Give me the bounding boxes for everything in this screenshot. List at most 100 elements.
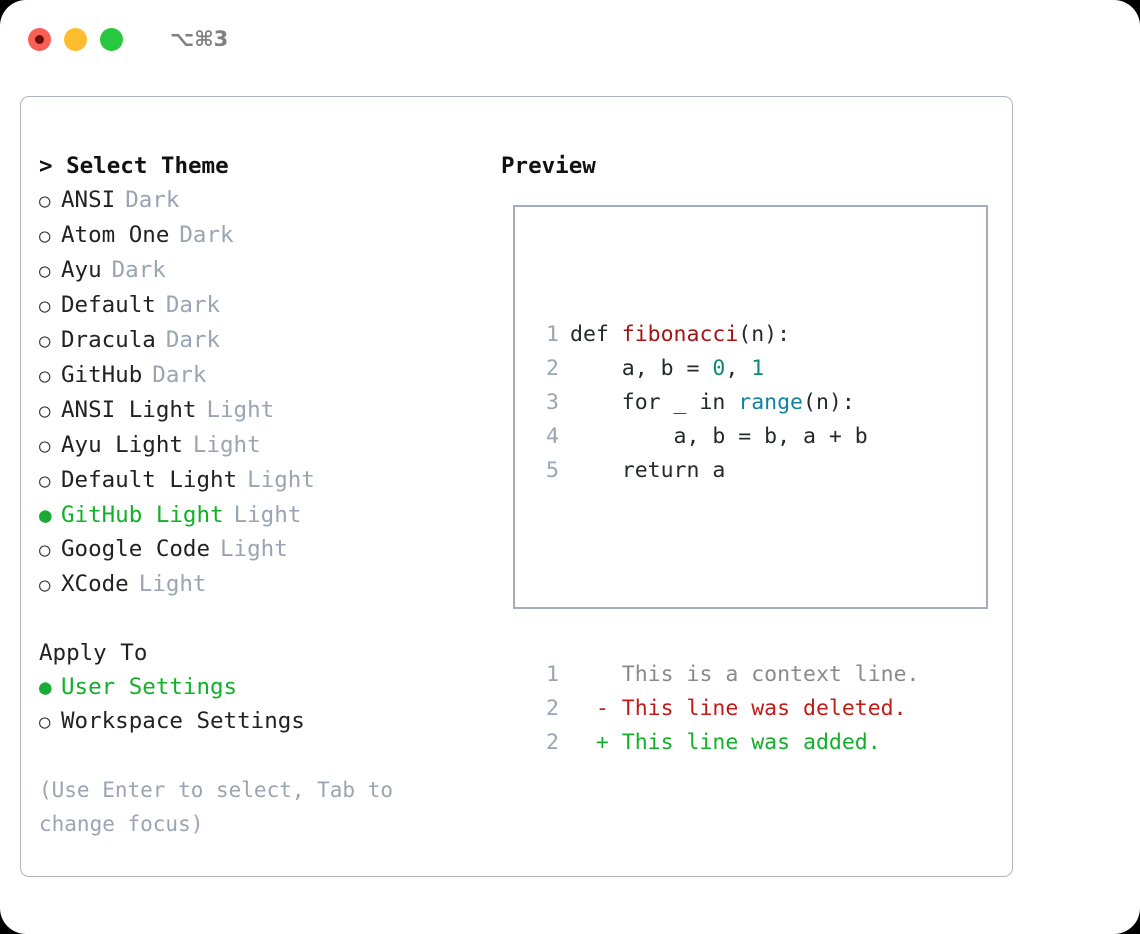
apply-to-option-workspace-settings[interactable]: ○Workspace Settings bbox=[39, 704, 479, 739]
diff-line-text: - This line was deleted. bbox=[570, 696, 907, 721]
theme-option-label: ANSI Light bbox=[61, 397, 197, 423]
radio-unselected-icon: ○ bbox=[39, 711, 51, 733]
theme-option-variant-tag: Dark bbox=[152, 362, 207, 388]
diff-line-number: 1 bbox=[546, 662, 559, 687]
radio-unselected-icon: ○ bbox=[39, 539, 51, 561]
theme-option-variant-tag: Dark bbox=[179, 222, 234, 248]
code-blank-line bbox=[533, 556, 920, 590]
radio-unselected-icon: ○ bbox=[39, 435, 51, 457]
theme-option-label: ANSI bbox=[61, 187, 116, 213]
diff-line-number: 2 bbox=[546, 730, 559, 755]
keyboard-hint-text: (Use Enter to select, Tab to change focu… bbox=[39, 778, 406, 836]
code-line-text: def fibonacci(n): bbox=[570, 318, 790, 352]
code-line-number: 3 bbox=[546, 390, 559, 415]
diff-line-text: This is a context line. bbox=[570, 662, 920, 687]
radio-unselected-icon: ○ bbox=[39, 260, 51, 282]
code-line: 5 return a bbox=[533, 454, 920, 488]
code-token-num: 1 bbox=[751, 356, 765, 381]
theme-option-variant-tag: Dark bbox=[125, 187, 180, 213]
diff-line-add: 2 + This line was added. bbox=[533, 726, 920, 760]
code-line: 3 for _ in range(n): bbox=[533, 386, 920, 420]
code-line-number: 4 bbox=[546, 424, 559, 449]
traffic-lights bbox=[28, 27, 123, 51]
preview-header: Preview bbox=[501, 153, 596, 179]
theme-option-variant-tag: Dark bbox=[165, 292, 221, 318]
code-token-plain: , bbox=[725, 356, 752, 381]
radio-unselected-icon: ○ bbox=[39, 225, 51, 247]
diff-line-text: + This line was added. bbox=[570, 730, 881, 755]
theme-option-ayu[interactable]: ○ Ayu Dark bbox=[39, 253, 479, 288]
code-token-call: range bbox=[738, 390, 804, 415]
code-line-text: return a bbox=[570, 454, 726, 488]
diff-line-ctx: 1 This is a context line. bbox=[533, 658, 920, 692]
radio-unselected-icon: ○ bbox=[39, 470, 51, 492]
theme-option-atom-one[interactable]: ○ Atom One Dark bbox=[39, 218, 479, 253]
diff-block: 1 This is a context line.2 - This line w… bbox=[533, 658, 920, 760]
preview-column: Preview bbox=[501, 149, 1001, 183]
code-line-number: 1 bbox=[546, 322, 559, 347]
radio-unselected-icon: ○ bbox=[39, 574, 51, 596]
theme-option-label: GitHub Light bbox=[61, 502, 224, 528]
code-token-plain: for _ in bbox=[570, 390, 739, 415]
radio-unselected-icon: ○ bbox=[39, 190, 51, 212]
code-token-fn: fibonacci bbox=[621, 322, 739, 347]
theme-option-variant-tag: Light bbox=[220, 536, 288, 562]
code-token-plain: a, b = bbox=[570, 356, 713, 381]
apply-to-option-user-settings[interactable]: ●User Settings bbox=[39, 670, 479, 704]
radio-unselected-icon: ○ bbox=[39, 365, 51, 387]
theme-option-variant-tag: Dark bbox=[165, 327, 221, 353]
theme-option-label: GitHub bbox=[61, 362, 143, 388]
theme-option-label: Default Light bbox=[61, 467, 238, 493]
diff-line-del: 2 - This line was deleted. bbox=[533, 692, 920, 726]
radio-selected-icon: ● bbox=[39, 675, 52, 699]
theme-option-ansi[interactable]: ○ ANSI Dark bbox=[39, 183, 479, 218]
code-token-plain: (n): bbox=[738, 322, 791, 347]
code-line-text: a, b = 0, 1 bbox=[570, 352, 764, 386]
radio-unselected-icon: ○ bbox=[39, 400, 51, 422]
theme-option-default[interactable]: ○ Default Dark bbox=[39, 288, 479, 323]
theme-option-label: Atom One bbox=[61, 222, 170, 248]
apply-to-header: Apply To bbox=[39, 640, 148, 666]
code-line: 2 a, b = 0, 1 bbox=[533, 352, 920, 386]
theme-option-label: Ayu bbox=[61, 257, 102, 283]
code-line-text: a, b = b, a + b bbox=[570, 420, 868, 454]
theme-option-label: Google Code bbox=[61, 536, 211, 562]
minimize-window-button[interactable] bbox=[64, 27, 87, 51]
maximize-window-button[interactable] bbox=[100, 27, 123, 51]
code-token-plain: a, b = b, a + b bbox=[570, 424, 868, 449]
diff-line-number: 2 bbox=[546, 696, 559, 721]
code-line: 1 def fibonacci(n): bbox=[533, 318, 920, 352]
code-token-plain: return a bbox=[570, 458, 726, 483]
code-line: 4 a, b = b, a + b bbox=[533, 420, 920, 454]
code-token-plain: (n): bbox=[803, 390, 855, 415]
theme-option-google-code[interactable]: ○ Google Code Light bbox=[39, 532, 479, 567]
theme-option-variant-tag: Light bbox=[138, 571, 207, 597]
theme-option-label: Default bbox=[61, 292, 156, 318]
theme-option-variant-tag: Light bbox=[206, 397, 275, 423]
code-line-text: for _ in range(n): bbox=[570, 386, 855, 420]
theme-option-ansi-light[interactable]: ○ ANSI Light Light bbox=[39, 393, 479, 428]
theme-option-variant-tag: Light bbox=[192, 432, 261, 458]
theme-option-github[interactable]: ○ GitHub Dark bbox=[39, 358, 479, 393]
title-bar: ⌥⌘3 bbox=[0, 0, 1140, 78]
select-theme-header: > Select Theme bbox=[39, 153, 229, 179]
code-line-number: 2 bbox=[546, 356, 559, 381]
code-token-plain: def bbox=[570, 322, 622, 347]
radio-unselected-icon: ○ bbox=[39, 295, 51, 317]
theme-option-variant-tag: Light bbox=[233, 502, 302, 528]
close-window-button[interactable] bbox=[28, 27, 51, 51]
theme-option-variant-tag: Dark bbox=[111, 257, 166, 283]
radio-unselected-icon: ○ bbox=[39, 330, 51, 352]
